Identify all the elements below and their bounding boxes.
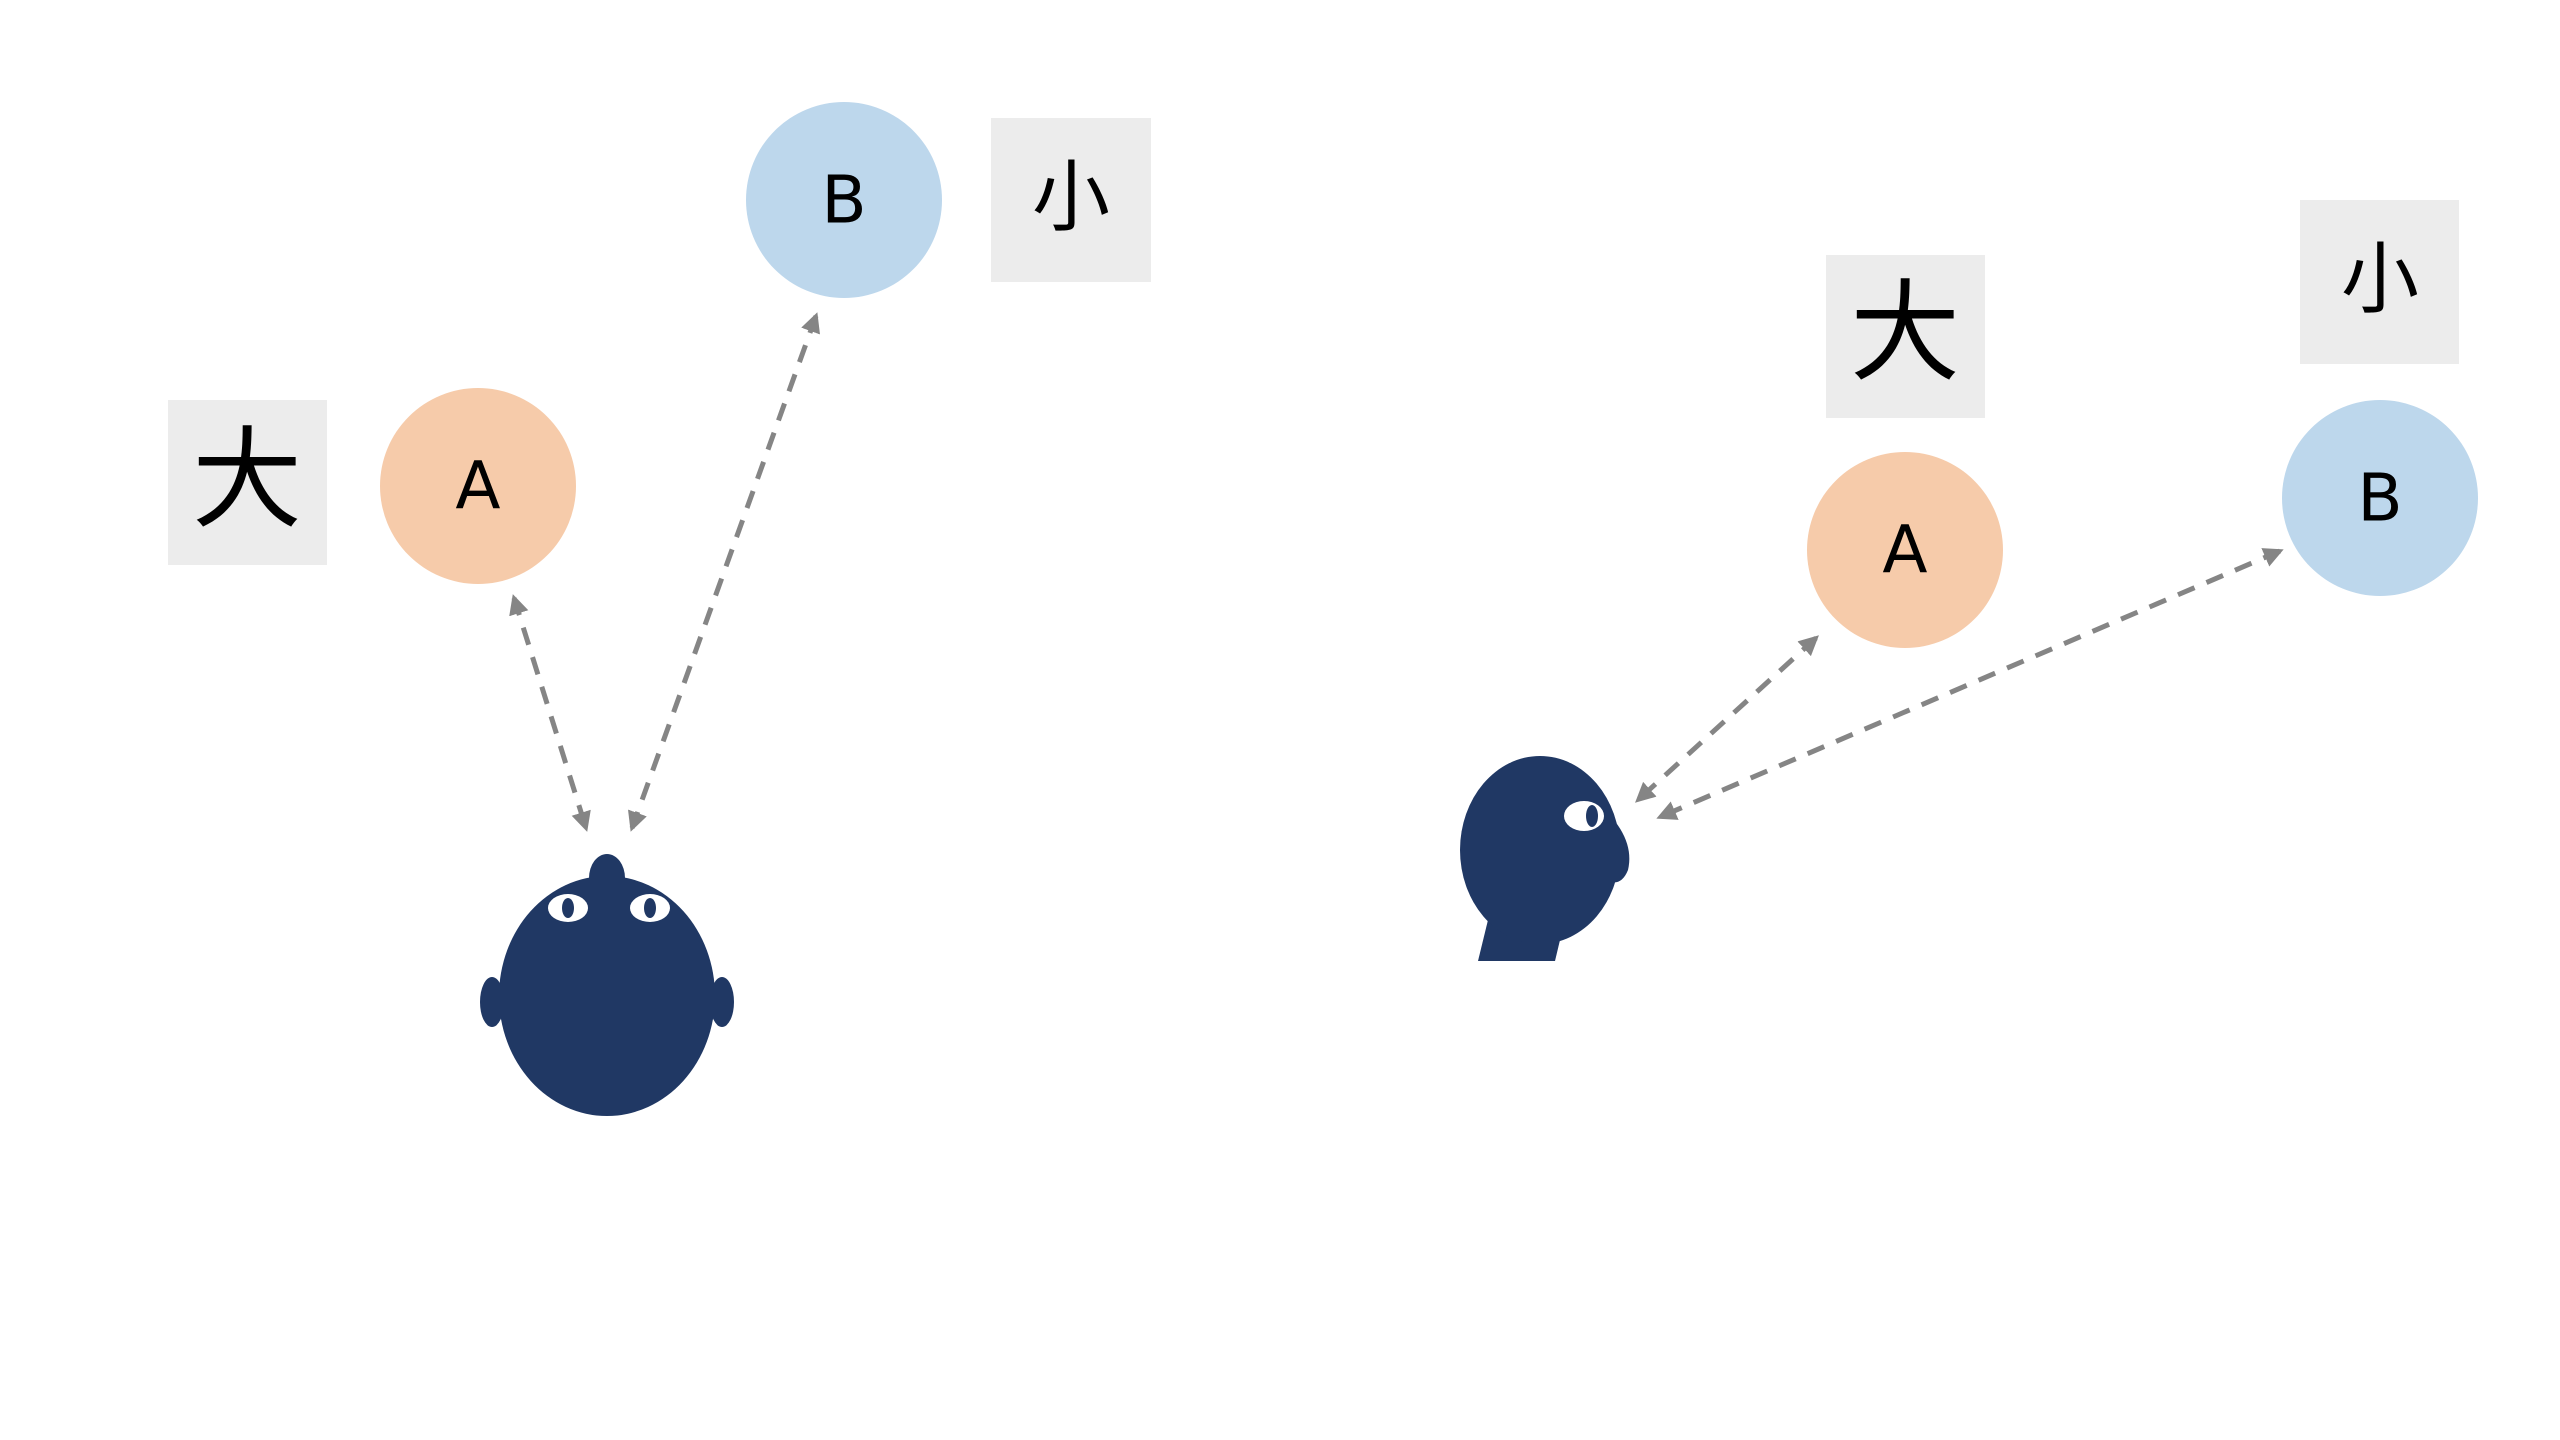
head-front-icon xyxy=(480,854,734,1116)
circle-b-label: B xyxy=(821,162,866,239)
circle-b: B xyxy=(746,102,942,298)
front-view: 大 A B 小 xyxy=(168,102,1151,1116)
small-label: 小 xyxy=(1032,153,1110,243)
gaze-arrow-b xyxy=(628,312,820,832)
small-label-box: 小 xyxy=(991,118,1151,282)
circle-a-label: A xyxy=(455,448,500,525)
gaze-arrow-a xyxy=(1635,635,1819,803)
gaze-arrow-b xyxy=(1656,548,2284,820)
circle-b: B xyxy=(2282,400,2478,596)
circle-a: A xyxy=(1807,452,2003,648)
eye-icon xyxy=(548,894,588,922)
head-side-icon xyxy=(1460,756,1630,961)
big-label: 大 xyxy=(192,416,302,544)
big-label: 大 xyxy=(1850,269,1960,397)
eye-icon xyxy=(1564,801,1604,831)
circle-b-label: B xyxy=(2357,460,2402,537)
eye-icon xyxy=(630,894,670,922)
side-view: 大 A 小 B xyxy=(1460,200,2478,961)
small-label: 小 xyxy=(2341,235,2419,325)
big-label-box: 大 xyxy=(168,400,327,565)
circle-a: A xyxy=(380,388,576,584)
big-label-box: 大 xyxy=(1826,255,1985,418)
small-label-box: 小 xyxy=(2300,200,2459,364)
circle-a-label: A xyxy=(1882,512,1927,589)
gaze-arrow-a xyxy=(509,594,591,832)
